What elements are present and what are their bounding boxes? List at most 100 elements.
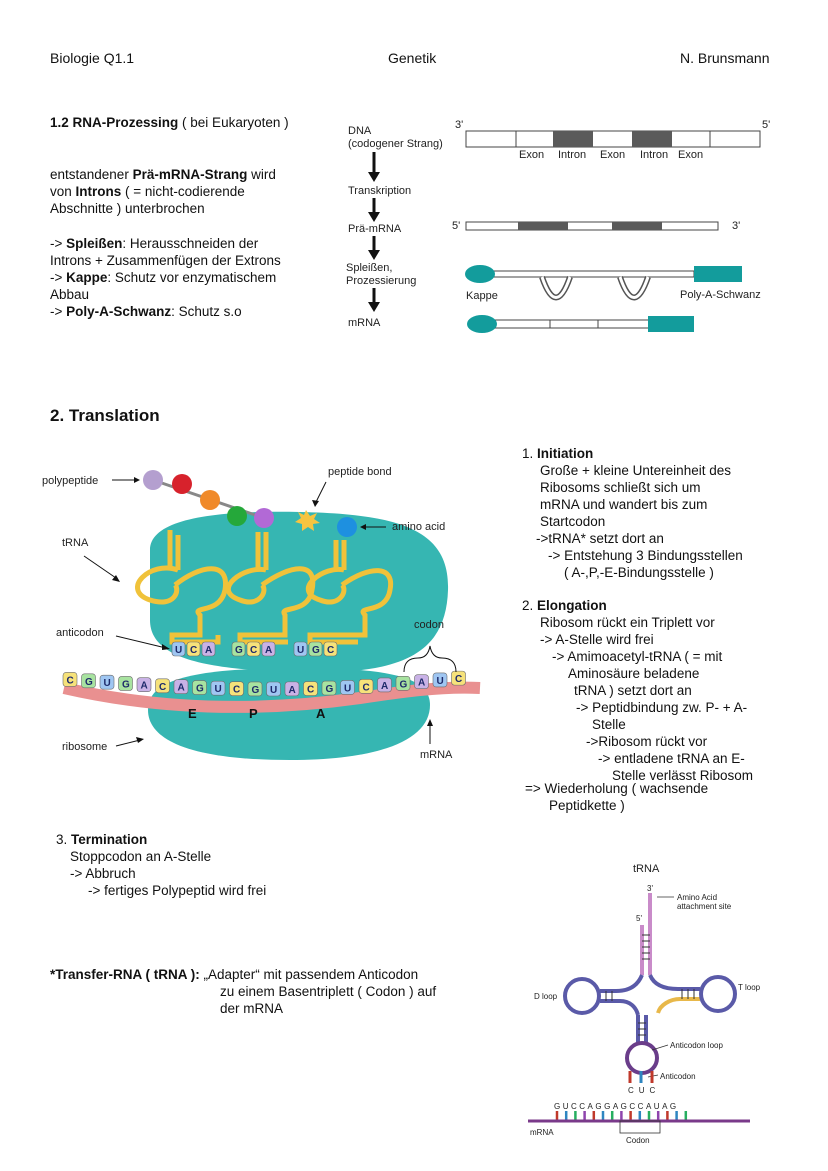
text-span: ( = nicht-codierende [121,184,245,199]
elongation-line: ->Ribosom rückt vor [586,734,708,749]
arrow-right-icon [112,477,140,483]
anticodon-nucleotide: U [171,641,186,657]
svg-text:U: U [344,683,351,694]
pra-mrna-3prime: 3' [732,220,740,232]
svg-text:C: C [307,685,314,696]
arrow-down-icon [368,198,380,222]
elongation-line: -> entladene tRNA an E- [598,751,745,766]
amino-acid-ball [337,517,357,537]
section-1-title-rest: ( bei Eukaryoten ) [178,115,289,130]
anticodon-label: Anticodon [660,1072,696,1081]
initiation-line: -> Entstehung 3 Bindungsstellen [548,548,743,563]
elongation-title: Elongation [537,598,607,613]
mrna-nucleotide: G [321,680,337,696]
trna-definition-term: *Transfer-RNA ( tRNA ): [50,967,200,982]
svg-text:A: A [141,681,148,692]
repeat-line: Peptidkette ) [549,798,625,813]
text-span: -> [50,304,67,319]
mrna-nucleotide: U [99,674,115,690]
initiation-line: ->tRNA* setzt dort an [536,531,664,546]
text-span: wird [247,167,276,182]
trna-acceptor-stem [640,893,652,975]
svg-text:A: A [418,678,425,689]
polya-label: Poly-A-Schwanz [680,289,761,301]
mrna-label: mRNA [420,749,453,761]
pra-mrna-strand [465,221,719,231]
anticodon-nucleotide: A [261,641,276,657]
elongation-block: 2. Elongation Ribosom rückt ein Triplett… [522,597,812,784]
mrna-nucleotide: G [395,676,411,691]
kappe-label: Kappe [466,290,498,302]
mrna-nucleotide: A [284,681,300,697]
mrna-nucleotide: U [340,680,355,695]
mrna-nucleotide: C [229,681,244,696]
arrow-down-icon [368,288,380,312]
elongation-line: Stelle verlässt Ribosom [612,768,754,783]
mrna-nucleotide: U [210,680,226,696]
text-bold: Introns [75,184,122,199]
svg-text:U: U [104,678,111,689]
initiation-block: 1. Initiation Große + kleine Untereinhei… [522,445,812,581]
section-1-title: 1.2 RNA-Prozessing ( bei Eukaryoten ) [50,114,289,131]
text-span: -> [50,236,67,251]
svg-text:U: U [215,684,222,695]
arrow-down-left-icon [312,481,327,507]
svg-text:A: A [205,645,212,656]
trna-t-arm [648,974,737,1014]
anticodon-ticks [628,1071,654,1083]
trna-definition-line: der mRNA [220,1001,284,1016]
site-p-label: P [249,706,258,721]
arrow-down-right-icon [83,555,120,582]
text-bold: Kappe [66,270,108,285]
header-subject: Biologie Q1.1 [50,50,135,66]
exon-label-2: Exon [600,149,625,161]
trna-structure-diagram: tRNA 3' 5' Amino Acid attachment site D … [528,863,761,1145]
svg-text:A: A [289,685,296,696]
initiation-line: Ribosoms schließt sich um [540,480,701,495]
arrow-up-icon [427,719,433,744]
polya-shape [694,266,742,282]
pra-mrna-label: Prä-mRNA [348,223,402,235]
ribosome-large-subunit [150,511,449,673]
trna-molecules [135,530,394,645]
svg-text:U: U [437,676,444,687]
svg-text:A: A [178,683,185,694]
anticodon-loop-shape [625,1041,659,1075]
trna-label: tRNA [62,537,89,549]
mrna-nucleotide: A [414,674,429,689]
arrow-down-icon [368,152,380,182]
svg-text:A: A [265,645,272,656]
text-span: entstandener [50,167,133,182]
prozessierung-label: Prozessierung [346,275,416,287]
initiation-line: mRNA und wandert bis zum [540,497,708,512]
initiation-line: ( A-,P,-E-Bindungsstelle ) [564,565,714,580]
trna-definition-line: „Adapter“ mit passendem Anticodon [199,967,419,982]
svg-text:G: G [400,679,408,690]
dna-3prime: 3' [455,119,463,131]
svg-text:U: U [270,685,277,696]
elongation-line: Stelle [592,717,626,732]
anticodon-nucleotide: G [308,641,323,657]
dna-5prime: 5' [762,119,770,131]
transkription-label: Transkription [348,185,411,197]
anticodon-label: anticodon [56,627,104,639]
elongation-line: Ribosom rückt ein Triplett vor [540,615,715,630]
svg-text:C: C [67,675,74,686]
spliced-rna [465,265,742,301]
text-span: : Schutz s.o [171,304,242,319]
section-1-title-bold: 1.2 RNA-Prozessing [50,115,179,130]
initiation-line: Startcodon [540,514,606,529]
termination-line: Stoppcodon an A-Stelle [70,849,212,864]
mrna-nucleotide: A [173,679,189,695]
anticodon-nucleotide: U [293,641,308,657]
mrna-nucleotide: C [451,670,466,686]
d-loop-label: D loop [534,992,558,1001]
svg-text:U: U [297,645,304,656]
header-topic: Genetik [388,50,437,66]
repeat-block: => Wiederholung ( wachsende Peptidkette … [525,780,815,814]
t-loop-shape [699,975,737,1013]
initiation-title: Initiation [537,446,594,461]
svg-text:A: A [381,681,388,692]
anticodon-nucleotide: A [201,641,216,657]
mrna-label: mRNA [530,1128,554,1137]
